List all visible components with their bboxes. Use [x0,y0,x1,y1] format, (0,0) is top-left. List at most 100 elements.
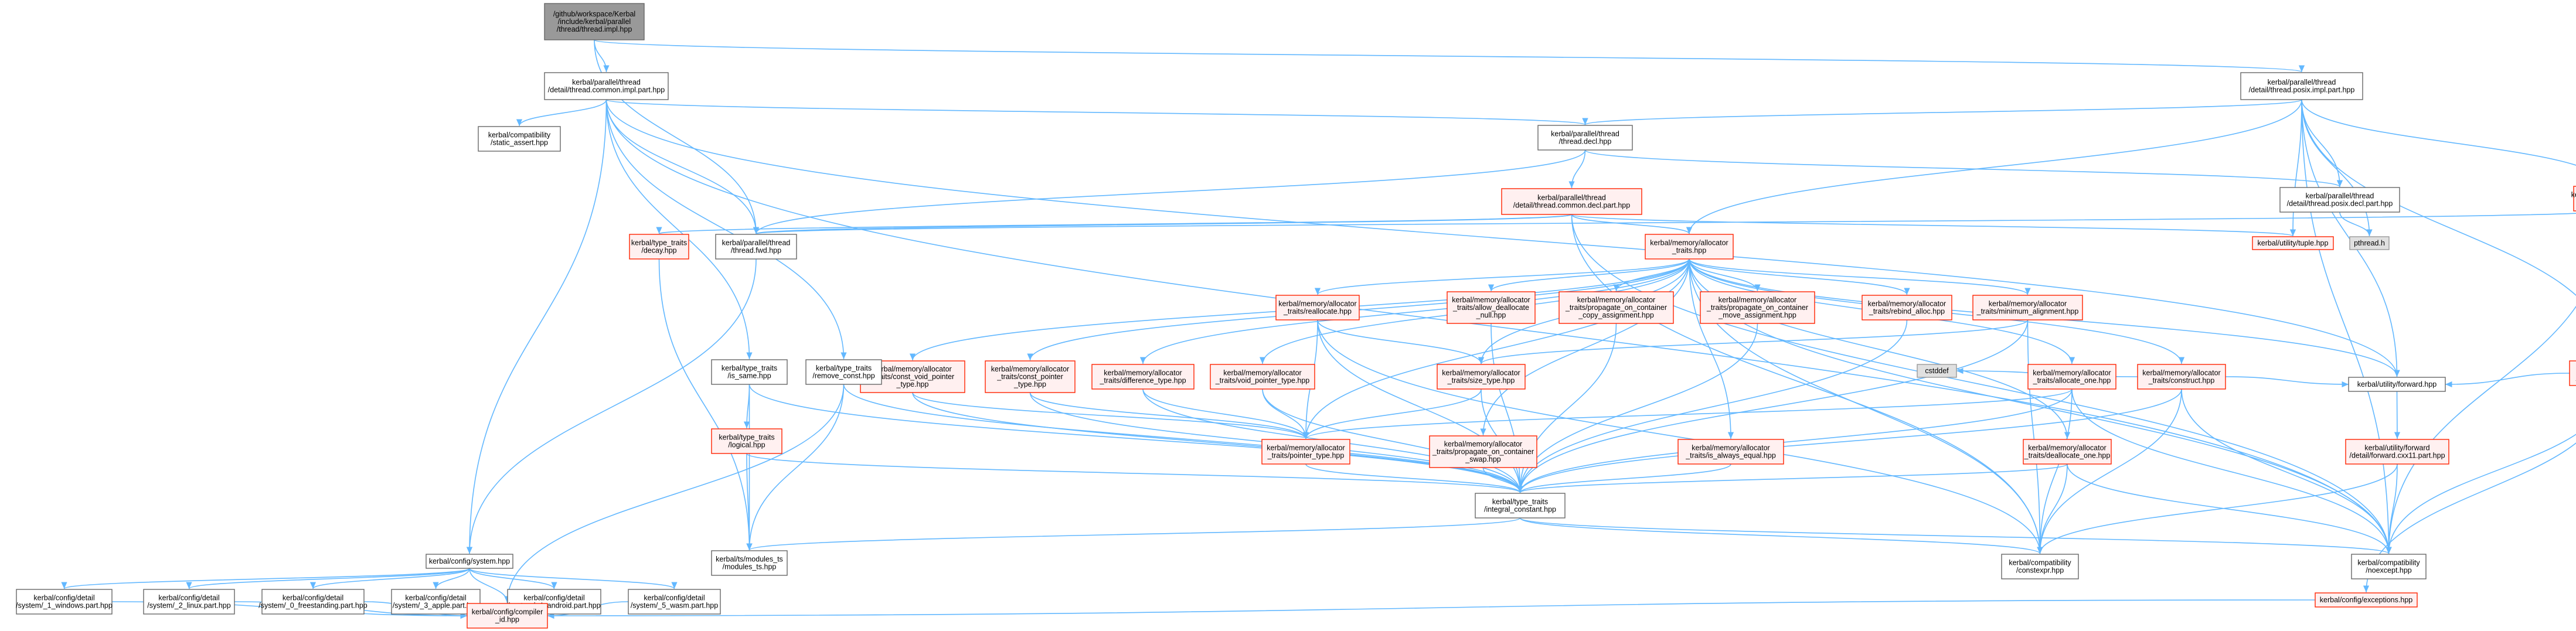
file-node-remove-const[interactable]: kerbal/type_traits/remove_const.hpp [805,359,882,385]
node-box [1537,125,1633,151]
node-label-line: _type.hpp [1013,380,1046,388]
node-box [2351,554,2427,579]
file-node-alloc-one[interactable]: kerbal/memory/allocator_traits/allocate_… [2027,364,2116,390]
file-node-prop-copy[interactable]: kerbal/memory/allocator_traits/propagate… [1558,291,1674,324]
node-box [1261,439,1350,465]
node-box [426,554,513,569]
file-node-decl[interactable]: kerbal/parallel/thread/thread.decl.hpp [1537,125,1633,151]
file-node-is-same[interactable]: kerbal/type_traits/is_same.hpp [711,359,788,385]
edge-logical-to-modules-ts [746,453,753,551]
file-node-const-ptr[interactable]: kerbal/memory/allocator_traits/const_poi… [985,360,1076,393]
node-label-line: _traits.hpp [1672,247,1706,255]
file-node-allow-dealloc[interactable]: kerbal/memory/allocator_traits/allow_dea… [1447,291,1536,324]
file-node-constexpr[interactable]: kerbal/compatibility/constexpr.hpp [2001,554,2079,579]
edge-common-decl-to-tuple [1571,214,2296,237]
edge-alloc-traits-to-realloc [1315,258,1690,295]
file-node-dealloc-one[interactable]: kerbal/memory/allocator_traits/deallocat… [2023,439,2112,465]
node-label-line: kerbal/utility/forward.hpp [2357,380,2437,388]
file-node-posix-decl[interactable]: kerbal/parallel/thread/detail/thread.pos… [2279,187,2400,213]
file-node-alloc-traits[interactable]: kerbal/memory/allocator_traits.hpp [1645,234,1734,260]
edge-posix-impl-to-decl [1583,99,2302,125]
file-node-logical[interactable]: kerbal/type_traits/logical.hpp [711,428,782,454]
edge-rebind-to-integral-constant [1517,319,1908,493]
edge-posix-impl-to-pthread [2301,99,2373,237]
file-node-prop-swap[interactable]: kerbal/memory/allocator_traits/propagate… [1429,435,1537,468]
node-label-line: /integral_constant.hpp [1484,506,1556,514]
file-node-sys-linux[interactable]: kerbal/config/detail/system/_2_linux.par… [143,589,235,615]
file-node-sys-wasm[interactable]: kerbal/config/detail/system/_5_wasm.part… [628,589,721,615]
edge-alloc-one-to-ptr-type [1303,388,2073,439]
node-label-line: /detail/thread.posix.decl.part.hpp [2287,200,2393,208]
file-node-sys-windows[interactable]: kerbal/config/detail/system/_1_windows.p… [16,589,113,615]
file-node-construct[interactable]: kerbal/memory/allocator_traits/construct… [2137,364,2226,390]
node-label-line: _this_exception.hpp [2575,373,2576,381]
edge-integral-constant-to-modules-ts [746,517,1521,551]
edge-decl-to-fwd [753,149,1586,234]
node-label-line: /thread/thread.impl.hpp [557,25,632,33]
edge-alloc-traits-to-min-align [1689,258,2031,295]
node-label-line: kerbal/compatibility [2357,559,2420,567]
node-label-line: kerbal/compatibility [488,131,551,139]
node-box [1862,295,1952,320]
edge-const-void-ptr-to-ptr-type [912,392,1309,439]
node-box [1558,291,1674,324]
file-node-is-always-equal[interactable]: kerbal/memory/allocator_traits/is_always… [1677,439,1784,465]
edge-is-always-equal-to-integral-constant [1517,463,1731,493]
file-node-throw-exc[interactable]: kerbal/utility/throw_this_exception.hpp [2569,360,2576,386]
node-label-line: kerbal/memory/allocator [1104,369,1182,377]
node-label-line: kerbal/memory/allocator [1868,300,1946,308]
edge-const-ptr-to-ptr-type [1029,392,1309,439]
file-node-common-decl[interactable]: kerbal/parallel/thread/detail/thread.com… [1501,188,1642,215]
node-box [2349,236,2390,250]
file-node-forward-cxx11[interactable]: kerbal/utility/forward/detail/forward.cx… [2345,439,2449,465]
file-node-pthread[interactable]: pthread.h [2349,236,2390,250]
file-node-posix-impl[interactable]: kerbal/parallel/thread/detail/thread.pos… [2240,72,2363,100]
file-node-rebind[interactable]: kerbal/memory/allocator_traits/rebind_al… [1862,295,1952,320]
node-label-line: _id.hpp [495,616,519,624]
node-box [629,234,689,260]
edge-realloc-to-size-type [1317,319,1485,364]
node-label-line: kerbal/memory/allocator [1577,296,1655,304]
file-node-modules-ts[interactable]: kerbal/ts/modules_ts/modules_ts.hpp [711,550,788,576]
file-node-integral-constant[interactable]: kerbal/type_traits/integral_constant.hpp [1475,493,1566,519]
file-node-sys-freestanding[interactable]: kerbal/config/detail/system/_0_freestand… [258,589,367,615]
edge-posix-impl-to-posix-decl [2301,99,2343,187]
file-node-ptr-type[interactable]: kerbal/memory/allocator_traits/pointer_t… [1261,439,1350,465]
file-node-exceptions[interactable]: kerbal/config/exceptions.hpp [2315,592,2418,608]
file-node-prop-move[interactable]: kerbal/memory/allocator_traits/propagate… [1700,291,1815,324]
file-node-diff-type[interactable]: kerbal/memory/allocator_traits/differenc… [1091,364,1195,390]
file-node-void-ptr[interactable]: kerbal/memory/allocator_traits/void_poin… [1210,364,1315,390]
edge-posix-decl-to-pthread [2339,212,2373,237]
node-label-line: kerbal/memory/allocator [1444,440,1522,448]
file-node-common-impl[interactable]: kerbal/parallel/thread/detail/thread.com… [544,72,669,100]
node-box [2001,554,2079,579]
file-node-static-assert[interactable]: kerbal/compatibility/static_assert.hpp [478,126,561,152]
file-node-compiler[interactable]: kerbal/config/compiler_id.hpp [467,603,548,629]
node-box [1447,291,1536,324]
file-node-noexcept[interactable]: kerbal/compatibility/noexcept.hpp [2351,554,2427,579]
file-node-sys-apple[interactable]: kerbal/config/detail/system/_3_apple.par… [391,589,481,615]
file-node-fwd[interactable]: kerbal/parallel/thread/thread.fwd.hpp [715,234,797,260]
file-node-config-system[interactable]: kerbal/config/system.hpp [426,554,513,569]
file-node-realloc[interactable]: kerbal/memory/allocator_traits/reallocat… [1275,295,1360,320]
edge-posix-impl-to-forward [2301,99,2400,377]
file-node-min-align[interactable]: kerbal/memory/allocator_traits/minimum_a… [1972,295,2083,320]
edge-posix-impl-to-alloc-traits [1686,99,2302,234]
node-box [628,589,721,615]
file-node-size-type[interactable]: kerbal/memory/allocator_traits/size_type… [1437,364,1526,390]
edge-remove-const-to-compiler [504,384,845,603]
node-label-line: kerbal/config/compiler [472,608,543,616]
node-label-line: /github/workspace/Kerbal [553,10,635,18]
edge-remove-const-to-modules-ts [746,384,845,551]
file-node-forward[interactable]: kerbal/utility/forward.hpp [2348,377,2446,392]
file-node-decay[interactable]: kerbal/type_traits/decay.hpp [629,234,689,260]
node-label-line: /logical.hpp [728,441,765,449]
edge-logical-to-integral-constant [746,453,1523,493]
edge-dealloc-one-to-integral-constant [1517,463,2068,493]
edge-posix-impl-to-noexcept [2301,99,2392,554]
file-node-cstddef[interactable]: cstddef [1917,364,1957,378]
file-node-root[interactable]: /github/workspace/Kerbal/include/kerbal/… [544,3,645,40]
edge-alloc-one-to-noexcept [2071,388,2392,554]
file-node-create-failed[interactable]: kerbal/parallel/thread/create_failed.hpp [2571,186,2576,212]
file-node-tuple[interactable]: kerbal/utility/tuple.hpp [2252,236,2334,250]
